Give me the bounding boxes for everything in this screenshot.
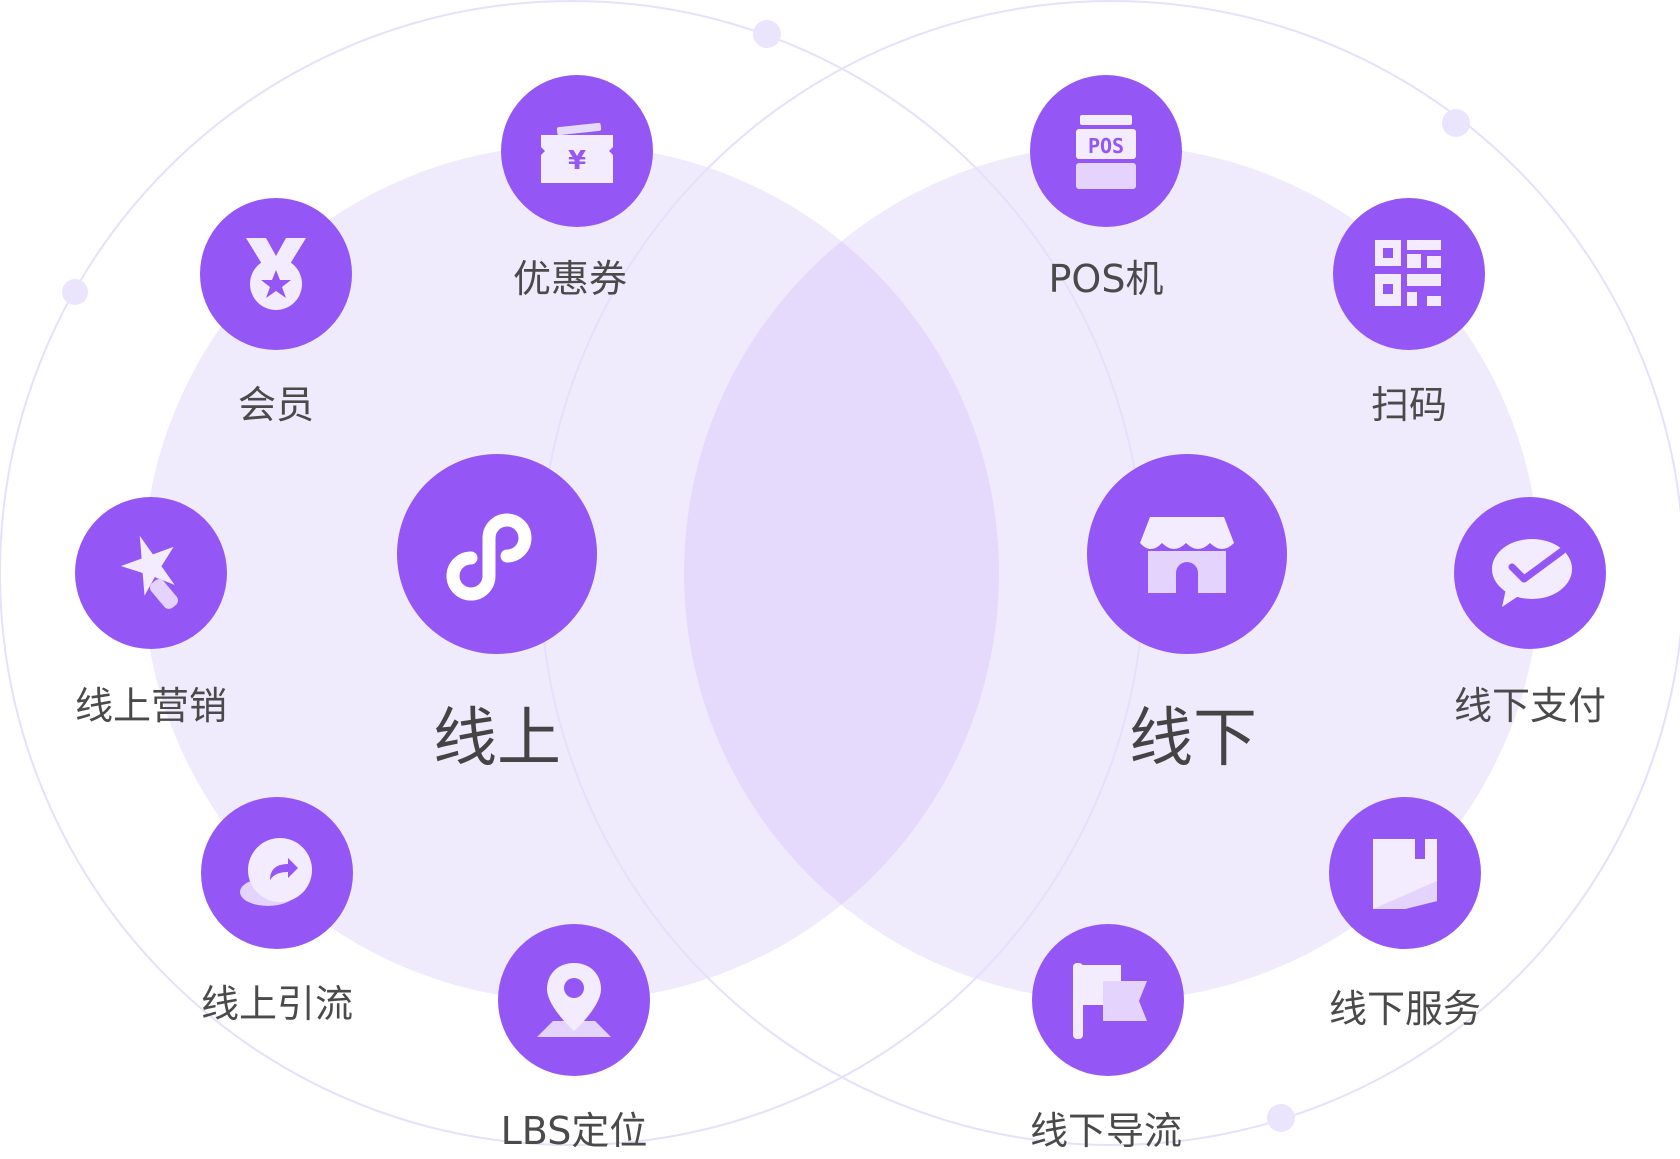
store-icon (1140, 517, 1234, 593)
offline-title: 线下 (1129, 702, 1257, 776)
flag-icon (1073, 963, 1147, 1039)
offline-service-node[interactable] (1329, 797, 1481, 949)
offline-center-node[interactable] (1087, 454, 1287, 654)
online-center-node[interactable] (397, 454, 597, 654)
offline-pay-node[interactable] (1454, 497, 1606, 649)
svg-text:¥: ¥ (568, 146, 586, 176)
ring-dot (1442, 109, 1470, 137)
online-marketing-node[interactable] (75, 497, 227, 649)
online-title: 线上 (433, 702, 561, 776)
coupon-node[interactable]: ¥ (501, 75, 653, 227)
offline-traffic-node[interactable] (1032, 924, 1184, 1076)
wechat-pay-icon (1492, 539, 1572, 607)
overlap-region (684, 145, 999, 1001)
online-traffic-node[interactable] (201, 797, 353, 949)
ring-dot (62, 279, 88, 305)
pos-node[interactable]: POS (1030, 75, 1182, 227)
coupon-label: 优惠券 (512, 257, 627, 301)
offline-service-label: 线下服务 (1328, 987, 1481, 1031)
scan-node[interactable] (1333, 198, 1485, 350)
pos-label: POS机 (1048, 257, 1164, 301)
share-traffic-icon (240, 838, 312, 906)
online-traffic-label: 线上引流 (200, 982, 353, 1026)
lbs-node[interactable] (498, 924, 650, 1076)
marketing-star-icon (120, 535, 178, 609)
mini-program-icon (446, 513, 532, 601)
ring-dot (753, 20, 781, 48)
qr-code-icon (1375, 240, 1441, 306)
service-book-icon (1373, 839, 1437, 909)
ring-dot (1267, 1104, 1295, 1132)
location-pin-icon (537, 963, 611, 1037)
svg-text:POS: POS (1088, 134, 1124, 158)
coupon-icon: ¥ (541, 122, 613, 183)
member-medal-icon (246, 238, 306, 310)
online-marketing-label: 线上营销 (74, 684, 227, 728)
member-node[interactable] (200, 198, 352, 350)
member-label: 会员 (237, 383, 314, 427)
pos-machine-icon: POS (1076, 115, 1136, 189)
offline-pay-label: 线下支付 (1453, 684, 1606, 728)
scan-label: 扫码 (1370, 383, 1447, 427)
lbs-label: LBS定位 (500, 1109, 648, 1153)
offline-traffic-label: 线下导流 (1029, 1109, 1182, 1153)
